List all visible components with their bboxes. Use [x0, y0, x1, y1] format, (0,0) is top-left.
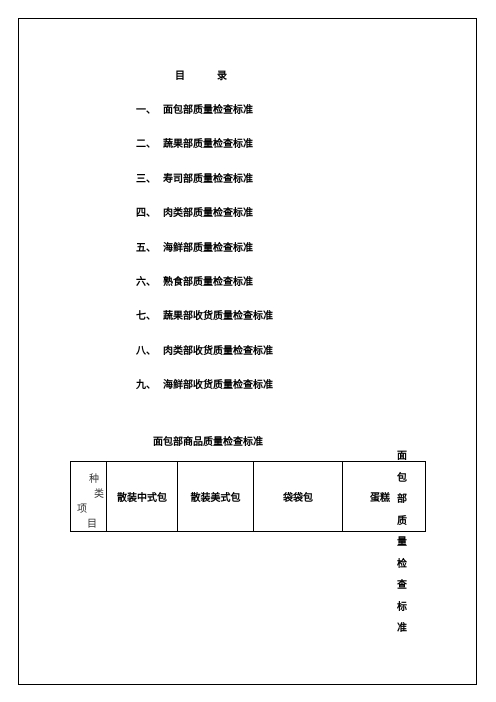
toc-item: 八、肉类部收货质量检查标准	[136, 342, 273, 357]
toc-item-label: 肉类部收货质量检查标准	[163, 346, 273, 357]
toc-item-number: 九、	[136, 380, 156, 391]
vertical-char: 部	[397, 494, 407, 505]
header-cell: 袋袋包	[253, 461, 343, 532]
toc-item: 六、熟食部质量检查标准	[136, 273, 253, 288]
toc-item: 四、肉类部质量检查标准	[136, 204, 253, 219]
toc-item-label: 熟食部质量检查标准	[163, 277, 253, 288]
quality-table: 种 类 项 目 散装中式包 散装美式包 袋袋包 蛋糕	[70, 461, 426, 532]
toc-title: 目录	[175, 67, 227, 82]
toc-item-label: 蔬果部质量检查标准	[163, 139, 253, 150]
toc-title-right: 录	[217, 71, 227, 82]
header-cell: 散装美式包	[177, 461, 254, 532]
corner-label: 项	[77, 503, 87, 515]
toc-item: 一、面包部质量检查标准	[136, 101, 253, 116]
vertical-char: 包	[397, 472, 407, 484]
corner-label: 类	[94, 488, 104, 500]
toc-item: 七、蔬果部收货质量检查标准	[136, 307, 273, 322]
header-cell: 散装中式包	[106, 461, 178, 532]
toc-item-number: 四、	[136, 208, 156, 219]
toc-item-number: 八、	[136, 346, 156, 357]
corner-label: 目	[87, 518, 97, 530]
vertical-char: 量	[397, 537, 407, 548]
toc-item-label: 海鲜部收货质量检查标准	[163, 380, 273, 391]
section-title: 面包部商品质量检查标准	[153, 437, 263, 448]
corner-cell: 种 类 项 目	[70, 461, 107, 532]
vertical-char: 质	[397, 515, 407, 527]
toc-item-number: 二、	[136, 139, 156, 150]
table-header-row: 种 类 项 目 散装中式包 散装美式包 袋袋包 蛋糕	[70, 461, 426, 532]
toc-item-label: 寿司部质量检查标准	[163, 174, 253, 185]
toc-item-number: 五、	[136, 243, 156, 254]
vertical-char: 检	[397, 558, 407, 570]
toc-item: 三、寿司部质量检查标准	[136, 170, 253, 185]
vertical-char: 查	[397, 580, 407, 591]
vertical-char: 准	[397, 623, 407, 634]
toc-item-number: 一、	[136, 105, 156, 116]
toc-item-number: 六、	[136, 277, 156, 288]
toc-item: 九、海鲜部收货质量检查标准	[136, 376, 273, 391]
toc-item-label: 蔬果部收货质量检查标准	[163, 311, 273, 322]
header-cell: 蛋糕	[342, 461, 426, 532]
toc-item-label: 海鲜部质量检查标准	[163, 243, 253, 254]
page-border	[18, 18, 477, 685]
toc-item-number: 三、	[136, 174, 156, 185]
vertical-title: 面 包 部 质 量 检 查 标 准	[396, 446, 408, 640]
toc-item: 二、蔬果部质量检查标准	[136, 135, 253, 150]
toc-title-left: 目	[175, 71, 185, 82]
toc-item: 五、海鲜部质量检查标准	[136, 239, 253, 254]
corner-label: 种	[89, 473, 99, 485]
toc-item-label: 肉类部质量检查标准	[163, 208, 253, 219]
toc-item-label: 面包部质量检查标准	[163, 105, 253, 116]
toc-item-number: 七、	[136, 311, 156, 322]
header-label: 蛋糕	[370, 493, 390, 504]
vertical-char: 面	[397, 451, 407, 462]
vertical-char: 标	[397, 601, 407, 613]
